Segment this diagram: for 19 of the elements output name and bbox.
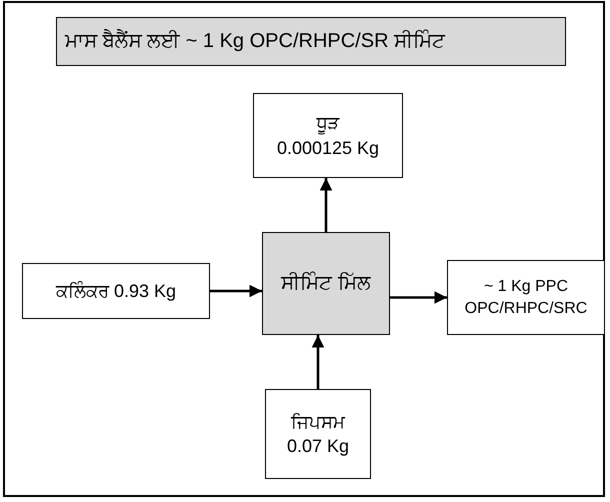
arrow [312,335,324,389]
box-label: 0.07 Kg [286,435,350,458]
box-label: 0.000125 Kg [276,136,380,160]
arrow [210,284,262,298]
input-box [265,389,371,479]
arrow [320,178,332,232]
banner-box [56,17,566,66]
process-box [262,232,390,335]
output-box [253,93,403,178]
output-box [447,260,605,335]
box-label: ਧੂੜ [316,112,340,136]
input-box [22,263,210,319]
box-label: ਜਿਪਸਮ [291,410,345,434]
box-label: ~ 1 Kg PPC [484,276,568,297]
box-label: OPC/RHPC/SRC [464,298,588,318]
arrow [390,291,447,304]
box-label: ਸੀਮਿੰਟ ਮਿੱਲ [281,270,371,296]
box-label: ਕਲਿੰਕਰ 0.93 Kg [56,280,176,303]
box-label: ਮਾਸ ਬੈਲੈਂਸ ਲਈ ~ 1 Kg OPC/RHPC/SR ਸੀਮਿੰਟ [65,28,446,54]
